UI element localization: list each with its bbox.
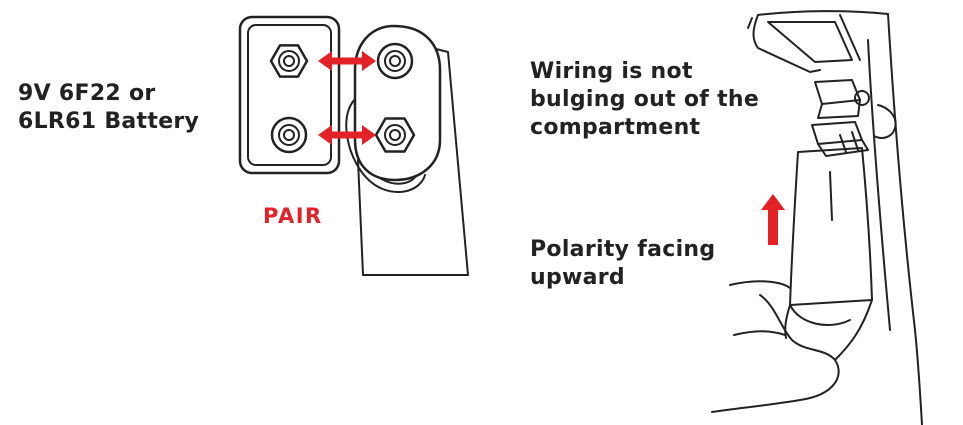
- battery-type-label: 9V 6F22 or 6LR61 Battery: [18, 80, 218, 136]
- round-terminal-icon: [376, 42, 414, 80]
- pair-arrow-icon: [318, 51, 376, 145]
- battery-label-line-2: 6LR61 Battery: [18, 109, 200, 134]
- wiring-note-line-3: compartment: [530, 115, 701, 140]
- polarity-note-line-2: upward: [530, 265, 625, 290]
- polarity-note-line-1: Polarity facing: [530, 237, 716, 262]
- wiring-note-line-2: bulging out of the: [530, 87, 760, 112]
- pair-label: PAIR: [263, 204, 323, 228]
- wiring-note-line-1: Wiring is not: [530, 59, 693, 84]
- wiring-note-label: Wiring is not bulging out of the compart…: [530, 58, 770, 142]
- polarity-arrow-icon: [761, 194, 785, 245]
- hex-terminal-icon: [374, 117, 416, 153]
- round-terminal-icon: [270, 116, 308, 154]
- polarity-note-label: Polarity facing upward: [530, 236, 740, 292]
- battery-label-line-1: 9V 6F22 or: [18, 81, 156, 106]
- hex-terminal-icon: [269, 44, 309, 78]
- battery-snap-connector: [238, 15, 469, 276]
- battery-compartment: [711, 10, 923, 425]
